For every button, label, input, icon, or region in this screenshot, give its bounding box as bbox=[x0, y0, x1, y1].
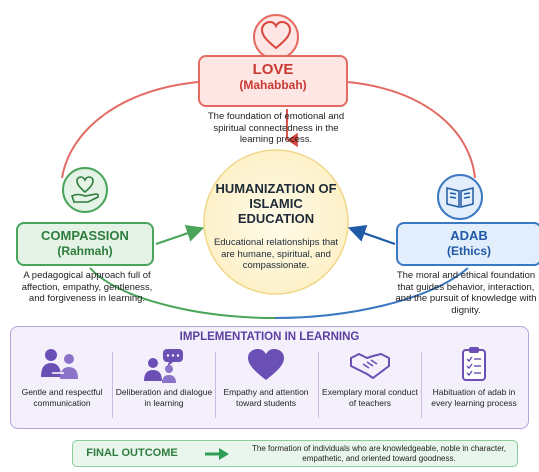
love-subtitle: (Mahabbah) bbox=[239, 78, 307, 92]
implementation-panel bbox=[10, 326, 529, 429]
handshake-icon bbox=[350, 353, 390, 379]
arrow-right-icon bbox=[205, 448, 229, 460]
open-book-icon bbox=[446, 187, 474, 208]
divider bbox=[112, 352, 113, 418]
compassion-description: A pedagogical approach full of affection… bbox=[21, 270, 153, 304]
final-outcome-text: The formation of individuals who are kno… bbox=[252, 444, 506, 463]
ring-arc-bottom-green bbox=[89, 267, 276, 319]
ring-arc-love-adab bbox=[347, 81, 476, 179]
people-communication-icon bbox=[41, 349, 78, 379]
speech-bubble-people-icon bbox=[144, 349, 183, 383]
love-icon-circle bbox=[253, 14, 299, 60]
heart-icon bbox=[260, 20, 292, 50]
adab-subtitle: (Ethics) bbox=[446, 244, 491, 258]
implementation-label: Deliberation and dialogue in learning bbox=[115, 387, 213, 408]
arrow-adab-center bbox=[347, 225, 396, 246]
love-title: LOVE bbox=[252, 61, 294, 78]
ring-arc-love-compassion bbox=[61, 81, 199, 179]
implementation-title: IMPLEMENTATION IN LEARNING bbox=[179, 331, 360, 343]
adab-description: The moral and ethical foundation that gu… bbox=[395, 270, 537, 316]
compassion-box: COMPASSION (Rahmah) bbox=[16, 222, 154, 266]
center-circle bbox=[203, 149, 349, 295]
love-description: The foundation of emotional and spiritua… bbox=[207, 111, 345, 145]
compassion-icon-circle bbox=[62, 167, 108, 213]
adab-icon-circle bbox=[437, 174, 483, 220]
implementation-label: Habituation of adab in every learning pr… bbox=[431, 387, 517, 408]
adab-box: ADAB (Ethics) bbox=[396, 222, 539, 266]
checklist-icon bbox=[462, 347, 486, 381]
divider bbox=[318, 352, 319, 418]
adab-title: ADAB bbox=[450, 228, 488, 243]
implementation-label: Gentle and respectful communication bbox=[21, 387, 103, 408]
center-description: Educational relationships that are human… bbox=[213, 237, 339, 271]
love-box: LOVE (Mahabbah) bbox=[198, 55, 348, 107]
arrow-compassion-center bbox=[155, 224, 205, 246]
center-title: HUMANIZATION OF ISLAMIC EDUCATION bbox=[215, 181, 337, 226]
final-outcome-label: FINAL OUTCOME bbox=[86, 447, 178, 459]
heart-in-hand-icon bbox=[71, 176, 100, 203]
heart-icon bbox=[248, 349, 284, 380]
final-outcome-panel bbox=[72, 440, 518, 467]
divider bbox=[421, 352, 422, 418]
implementation-label: Empathy and attention toward students bbox=[223, 387, 309, 408]
ring-arc-bottom-blue bbox=[274, 267, 469, 319]
compassion-subtitle: (Rahmah) bbox=[57, 244, 113, 258]
compassion-title: COMPASSION bbox=[41, 228, 129, 243]
divider bbox=[215, 352, 216, 418]
implementation-label: Exemplary moral conduct of teachers bbox=[322, 387, 418, 408]
